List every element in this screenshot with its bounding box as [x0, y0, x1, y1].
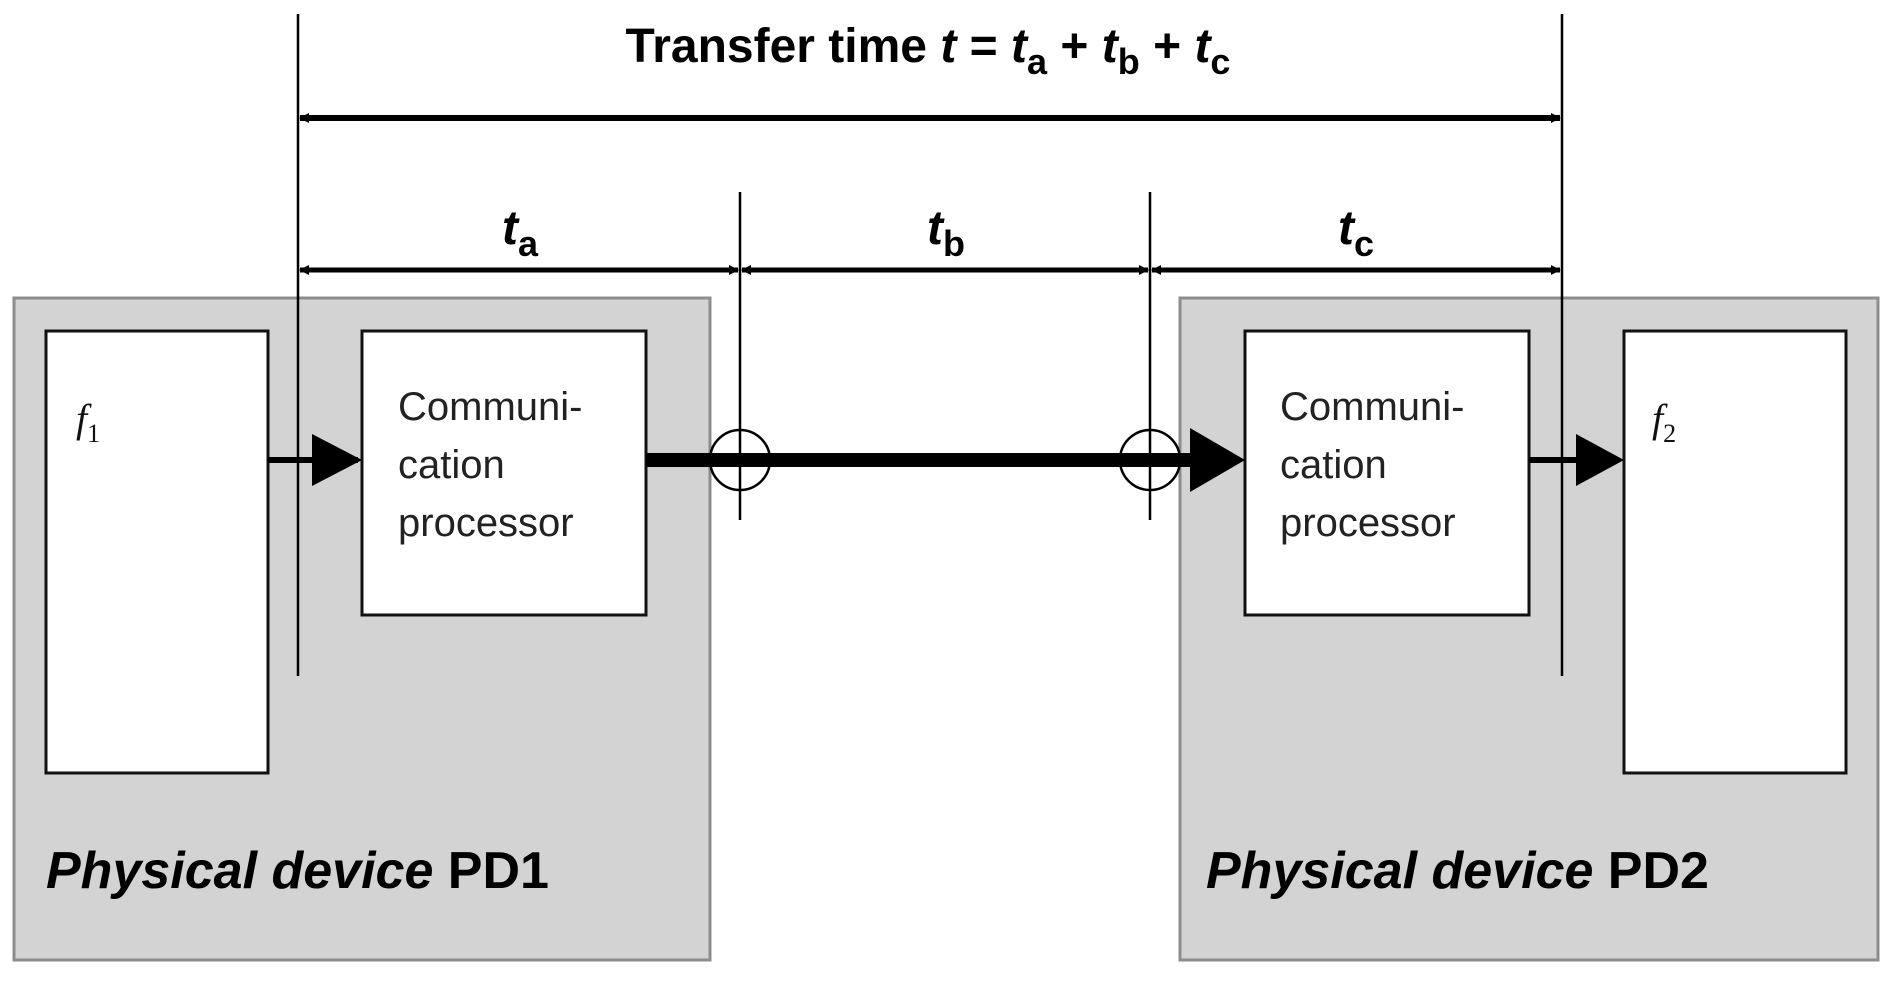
pd2-interface-point — [1118, 428, 1182, 492]
network-link-arrowhead — [1190, 428, 1245, 492]
pd1-label: Physical device PD1 — [46, 842, 549, 900]
flow-arrows — [268, 428, 1624, 492]
pd2-processor-label: Communi- cation processor — [1280, 385, 1476, 545]
pd2-function-block — [1622, 329, 1848, 775]
pd2-communication-processor — [1243, 329, 1531, 617]
tb-label: tb — [927, 202, 965, 264]
pd1-communication-processor — [360, 329, 648, 617]
pd1-interface-point — [708, 428, 772, 492]
transfer-time-title: Transfer time t = ta + tb + tc — [626, 20, 1231, 82]
physical-device-pd2: Communi- cation processor f2 Physical de… — [1178, 296, 1880, 962]
pd1-processor-label: Communi- cation processor — [398, 385, 594, 545]
physical-device-pd1: f1 Communi- cation processor Physical de… — [12, 296, 712, 962]
tc-label: tc — [1338, 202, 1374, 264]
ta-label: ta — [502, 202, 539, 264]
pd1-function-block — [44, 329, 270, 775]
processor-to-f2-arrowhead — [1576, 434, 1624, 486]
f1-to-processor-arrowhead — [312, 434, 362, 486]
pd2-label: Physical device PD2 — [1206, 842, 1709, 900]
